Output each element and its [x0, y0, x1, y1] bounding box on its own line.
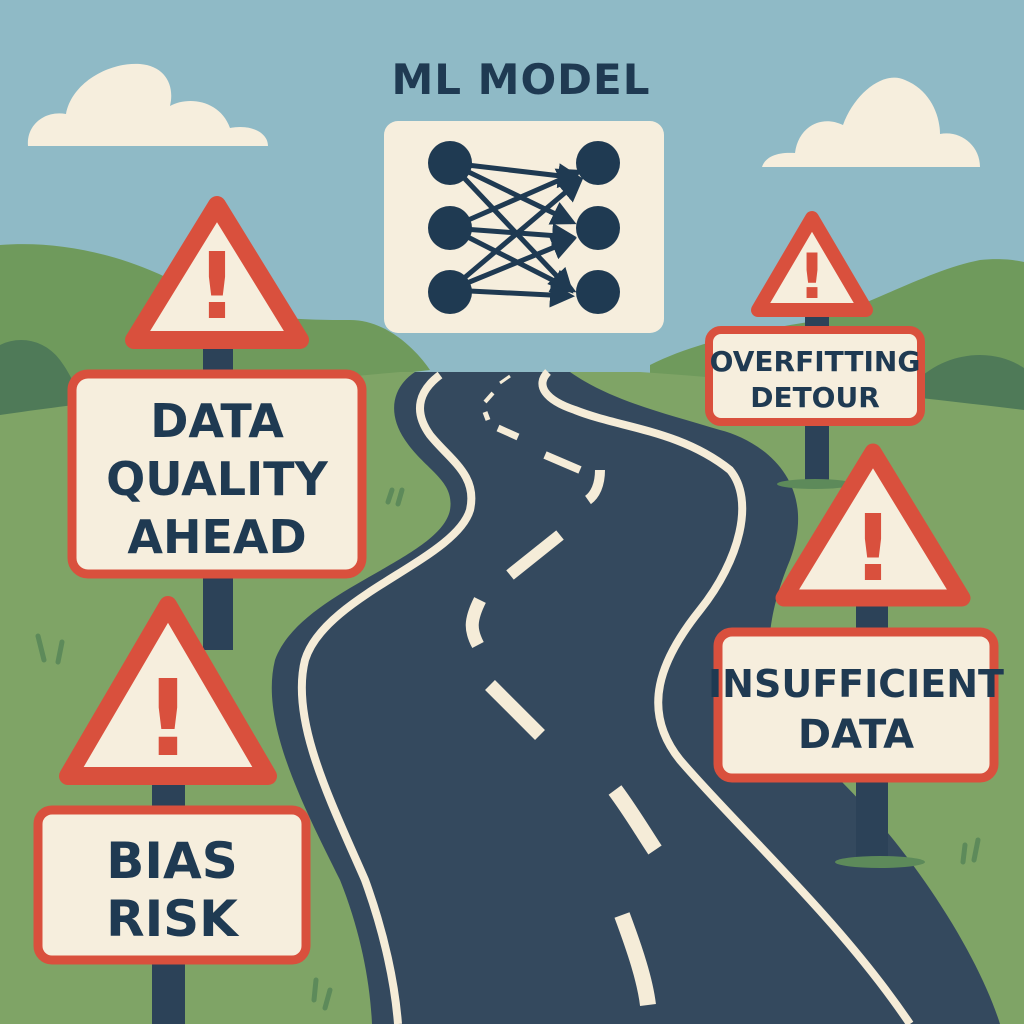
sign-line: DETOUR — [750, 381, 880, 414]
warning-triangle-icon — [125, 196, 309, 349]
exclamation-icon: ! — [798, 240, 826, 313]
neural-network-icon — [428, 141, 620, 314]
cloud-left — [27, 63, 268, 146]
cloud-right — [762, 77, 980, 167]
exclamation-icon: ! — [852, 495, 894, 602]
road-center-dashes — [465, 374, 662, 1007]
sign-line: BIAS — [106, 832, 237, 890]
warning-triangle-icon — [59, 596, 277, 785]
sign-line: OVERFITTING — [710, 345, 921, 378]
sign-line: RISK — [106, 890, 240, 948]
sign-line: AHEAD — [127, 510, 306, 564]
sign-overfitting: ! OVERFITTING DETOUR — [705, 211, 925, 489]
post-shadow — [835, 856, 925, 868]
exclamation-icon: ! — [196, 233, 238, 340]
road-edge-right — [538, 369, 914, 1024]
exclamation-icon: ! — [144, 658, 192, 780]
warning-triangle-icon — [751, 211, 873, 317]
ml-model-card — [384, 121, 664, 333]
sign-line: INSUFFICIENT — [708, 662, 1004, 706]
sign-line: QUALITY — [106, 452, 328, 506]
sign-line: DATA — [798, 712, 914, 758]
sign-data-quality: ! DATA QUALITY AHEAD — [67, 196, 367, 650]
sign-line: DATA — [150, 394, 284, 448]
page-title: ML MODEL — [392, 55, 651, 104]
warning-triangle-icon — [775, 443, 971, 607]
sign-insufficient-data: ! INSUFFICIENT DATA — [708, 443, 1004, 868]
hill-left-dark — [0, 340, 85, 420]
road-edge-left — [297, 371, 476, 1024]
sign-bias-risk: ! BIAS RISK — [33, 596, 311, 1024]
post-shadow — [777, 479, 853, 489]
